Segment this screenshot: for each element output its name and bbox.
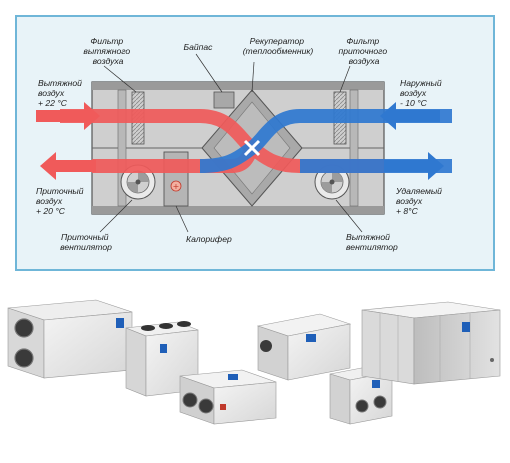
label-supply-air: Приточный воздух + 20 °C (36, 186, 86, 216)
arrow-extract-in-icon (36, 102, 100, 130)
product-unit-1 (7, 299, 133, 379)
label-extract-fan: Вытяжной вентилятор (346, 232, 398, 252)
label-outdoor-air: Наружный воздух - 10 °C (400, 78, 444, 108)
bypass-damper (213, 91, 235, 109)
arrow-exhaust-out-icon (384, 152, 444, 180)
label-supply-fan: Приточный вентилятор (60, 232, 112, 252)
recuperator-diagram: + (15, 15, 495, 271)
extract-fan-icon (314, 164, 350, 200)
label-exhaust-air: Удаляемый воздух + 8°C (395, 186, 444, 216)
product-unit-3 (179, 369, 277, 425)
svg-text:+: + (173, 182, 180, 191)
label-heater: Калорифер (186, 234, 232, 244)
leader-lines (99, 53, 363, 233)
label-exhaust-filter: Фильтр вытяжного воздуха (83, 36, 132, 66)
product-unit-6 (361, 301, 501, 385)
arrow-supply-out-icon (40, 152, 96, 180)
label-supply-filter: Фильтр приточного воздуха (338, 36, 389, 66)
label-recuperator: Рекуператор (теплообменник) (243, 36, 314, 56)
product-unit-4 (256, 313, 352, 381)
label-bypass: Байпас (184, 42, 214, 52)
supply-fan-icon (120, 164, 156, 200)
label-extract-air: Вытяжной воздух + 22 °C (38, 78, 84, 108)
arrow-outdoor-in-icon (380, 102, 440, 130)
crossing-mark-icon (243, 139, 261, 157)
product-photos (7, 299, 501, 425)
